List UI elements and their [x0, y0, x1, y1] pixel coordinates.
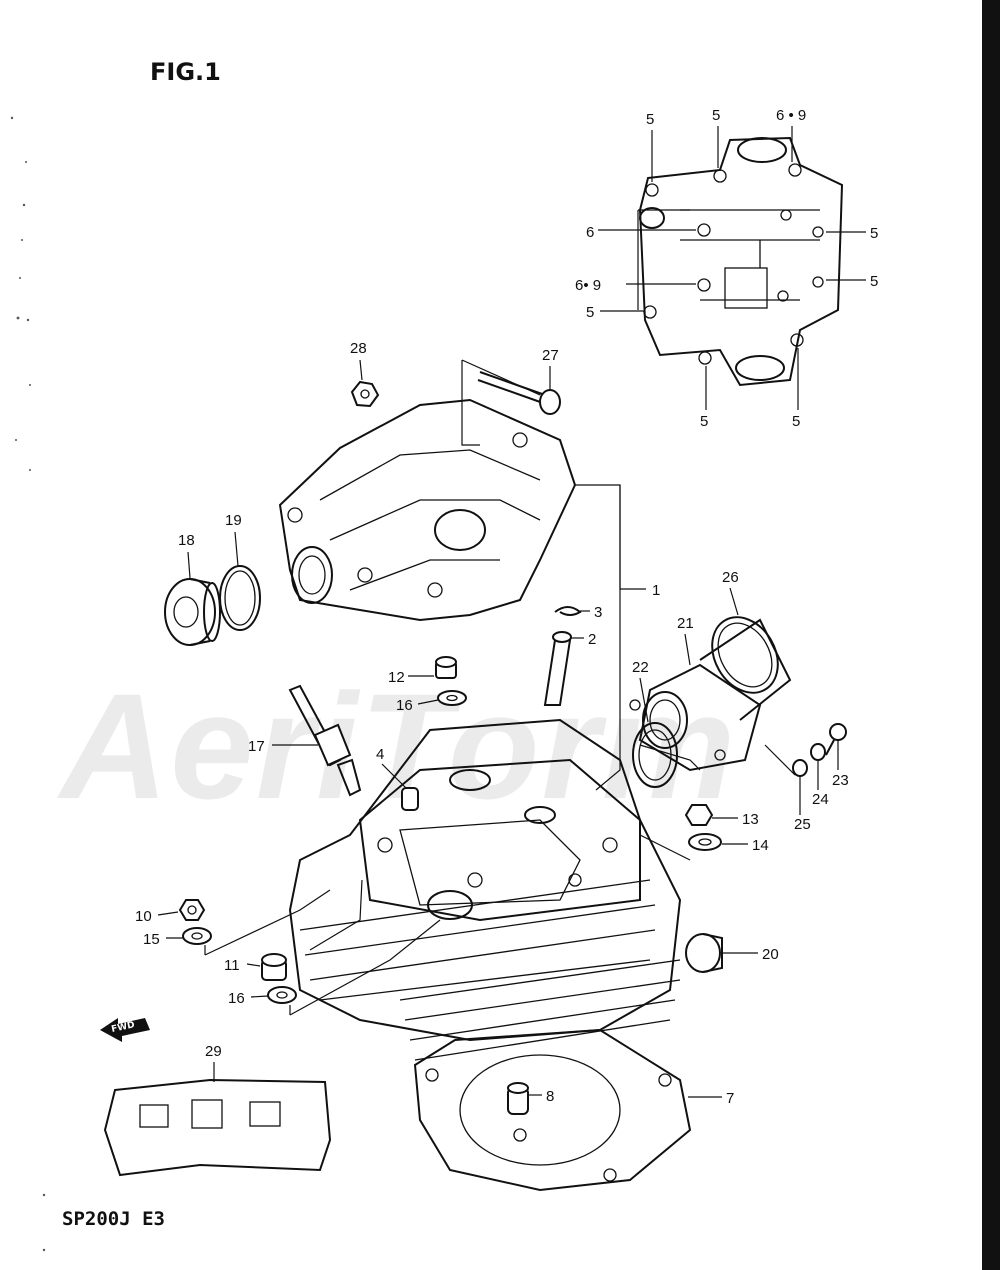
dowel-pin-4: [401, 787, 419, 811]
leader-line-c28: [359, 359, 363, 381]
callout-c5b: 5: [712, 107, 720, 124]
callout-c10: 10: [135, 908, 152, 925]
callout-c12: 12: [388, 669, 405, 686]
fwd-label: FWD: [111, 1020, 136, 1035]
dowel-pin-8: [507, 1082, 529, 1115]
nut-10: [178, 899, 206, 921]
leader-line-c1: [575, 484, 646, 590]
callout-c8: 8: [546, 1088, 554, 1105]
assembly-line-7: [639, 744, 701, 771]
callout-c15: 15: [143, 931, 160, 948]
callout-c1: 1: [652, 582, 660, 599]
gasket-set-29: [103, 1078, 332, 1177]
callout-c11: 11: [224, 957, 240, 974]
leader-line-c16a: [417, 699, 439, 705]
callout-c3: 3: [594, 604, 602, 621]
callout-c5d: 5: [870, 273, 878, 290]
leader-line-c16b: [250, 995, 269, 998]
callout-c29: 29: [205, 1043, 222, 1060]
fwd-arrow: FWD: [100, 1018, 150, 1042]
callout-c5g: 5: [792, 413, 800, 430]
callout-c26: 26: [722, 569, 739, 586]
callout-c69a: 6 • 9: [776, 107, 806, 124]
assembly-line-9: [764, 744, 796, 776]
leader-line-c19: [234, 531, 239, 567]
cylinder-fins: [399, 959, 681, 1061]
gasket-22: [632, 722, 678, 788]
washer-24: [810, 743, 826, 761]
assembly-line-3: [204, 889, 331, 956]
valve-guide-2: [543, 631, 572, 706]
screw-23: [825, 723, 847, 756]
intake-pipe-21: [629, 618, 792, 772]
bolt-12: [435, 656, 457, 679]
callout-c27: 27: [542, 347, 559, 364]
leader-lines: [157, 126, 866, 1098]
callout-c19: 19: [225, 512, 242, 529]
leader-line-c18: [187, 551, 191, 579]
cylinder-head: [288, 718, 682, 1042]
callout-c6: 6: [586, 224, 594, 241]
bolt-27: [477, 371, 561, 415]
callout-c22: 22: [632, 659, 649, 676]
head-cover-top-view: [638, 136, 844, 387]
leader-line-c21: [684, 633, 691, 666]
callout-c24: 24: [812, 791, 829, 808]
callout-c4: 4: [376, 746, 384, 763]
callout-c5a: 5: [646, 111, 654, 128]
assembly-line-2: [595, 485, 621, 791]
callout-c25: 25: [794, 816, 811, 833]
cap-18: [164, 578, 221, 646]
assembly-line-0: [461, 360, 480, 446]
nut-28: [350, 380, 380, 408]
leader-line-c4: [381, 763, 407, 789]
leader-line-c26: [729, 587, 739, 616]
model-code: SP200J E3: [62, 1208, 165, 1230]
callout-c18: 18: [178, 532, 195, 549]
leader-line-c22: [639, 677, 649, 723]
callout-c16a: 16: [396, 697, 413, 714]
scan-specks: [10, 116, 46, 1252]
callout-c28: 28: [350, 340, 367, 357]
washer-16-upper: [437, 690, 467, 706]
assembly-line-5: [289, 919, 441, 1016]
callout-c5e: 5: [586, 304, 594, 321]
scan-edge-bar: [982, 0, 1000, 1270]
leader-line-c11: [246, 963, 261, 967]
callout-c69b: 6• 9: [575, 277, 601, 294]
callout-c5c: 5: [870, 225, 878, 242]
callout-c20: 20: [762, 946, 779, 963]
plug-cap-20: [685, 933, 723, 973]
callout-c21: 21: [677, 615, 694, 632]
cylinder-head-cover: [278, 398, 577, 622]
callout-c5f: 5: [700, 413, 708, 430]
clamp-26: [711, 616, 779, 694]
figure-title: FIG.1: [150, 58, 221, 86]
washer-14: [688, 833, 722, 851]
callout-c7: 7: [726, 1090, 734, 1107]
callout-c2: 2: [588, 631, 596, 648]
assembly-line-12: [309, 879, 363, 951]
watermark-logo: AeriTorm: [60, 662, 738, 830]
callout-c14: 14: [752, 837, 769, 854]
callout-c23: 23: [832, 772, 849, 789]
spark-plug-17: [288, 684, 362, 797]
assembly-line-8: [639, 834, 691, 861]
cylinder-gasket-7: [413, 1028, 692, 1192]
o-ring-19: [219, 565, 261, 631]
callout-c16b: 16: [228, 990, 245, 1007]
bolt-11: [261, 953, 287, 981]
washer-15: [182, 927, 212, 945]
washer-16-lower: [267, 986, 297, 1004]
circlip-3: [554, 606, 582, 616]
callout-c13: 13: [742, 811, 759, 828]
washer-25: [792, 759, 808, 777]
assembly-line-1: [461, 359, 541, 396]
callout-c17: 17: [248, 738, 265, 755]
nut-13: [684, 804, 714, 826]
leader-line-c10: [157, 911, 179, 916]
